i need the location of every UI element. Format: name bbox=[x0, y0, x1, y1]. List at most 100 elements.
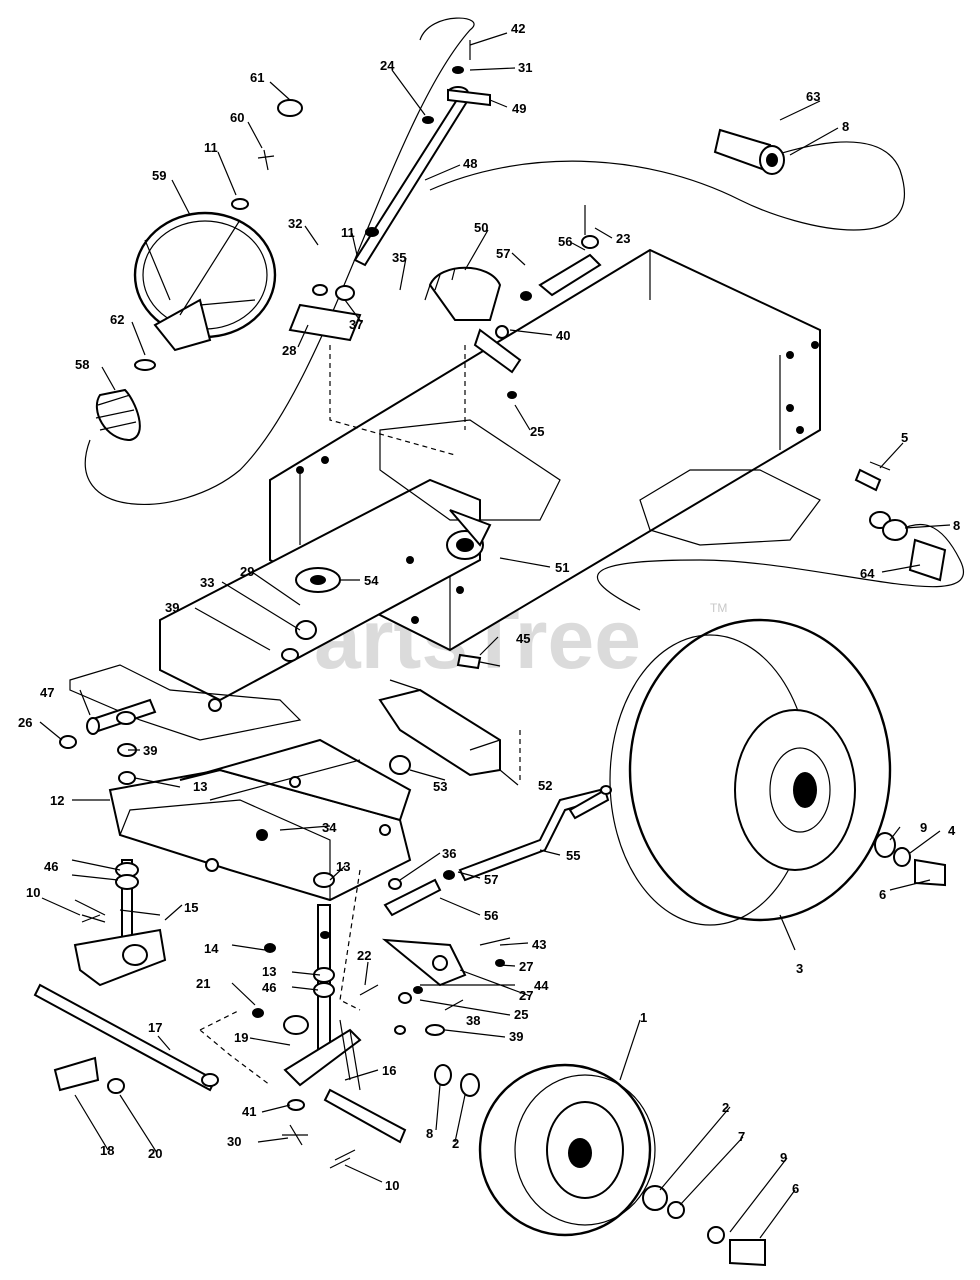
callout-33: 33 bbox=[200, 575, 214, 590]
callout-2-left: 2 bbox=[452, 1136, 459, 1151]
callout-26: 26 bbox=[18, 715, 32, 730]
callout-28: 28 bbox=[282, 343, 296, 358]
callout-56-mid: 56 bbox=[484, 908, 498, 923]
callout-37: 37 bbox=[349, 317, 363, 332]
front-wheel bbox=[329, 1063, 766, 1267]
callout-11-mid: 11 bbox=[341, 225, 355, 240]
callout-9-low: 9 bbox=[780, 1150, 787, 1165]
callout-labels: 42 31 49 24 48 61 60 11 59 63 8 23 56 32… bbox=[18, 21, 960, 1196]
callout-20: 20 bbox=[148, 1146, 162, 1161]
callout-27-b: 27 bbox=[519, 988, 533, 1003]
callout-19: 19 bbox=[234, 1030, 248, 1045]
callout-60: 60 bbox=[230, 110, 244, 125]
steering-arm-56 bbox=[383, 870, 455, 917]
rear-wheel bbox=[609, 618, 946, 926]
callout-64: 64 bbox=[860, 566, 875, 581]
callout-43: 43 bbox=[532, 937, 546, 952]
callout-25-low: 25 bbox=[514, 1007, 528, 1022]
callout-2-right: 2 bbox=[722, 1100, 729, 1115]
steering-top-bracket bbox=[447, 40, 491, 107]
bolt-45 bbox=[456, 653, 501, 670]
callout-47: 47 bbox=[40, 685, 54, 700]
callout-25-top: 25 bbox=[530, 424, 544, 439]
callout-45: 45 bbox=[516, 631, 530, 646]
callout-13-a: 13 bbox=[193, 779, 207, 794]
boot-bellows bbox=[95, 359, 156, 442]
right-spindle bbox=[252, 872, 407, 1146]
callout-62: 62 bbox=[110, 312, 124, 327]
callout-29: 29 bbox=[240, 564, 254, 579]
callout-46-right: 46 bbox=[262, 980, 276, 995]
callout-32: 32 bbox=[288, 216, 302, 231]
callout-55: 55 bbox=[566, 848, 580, 863]
callout-13-b: 13 bbox=[336, 859, 350, 874]
callout-30: 30 bbox=[227, 1134, 241, 1149]
callout-58: 58 bbox=[75, 357, 89, 372]
callout-41: 41 bbox=[242, 1104, 256, 1119]
callout-10-low: 10 bbox=[385, 1178, 399, 1193]
callout-23: 23 bbox=[616, 231, 630, 246]
callout-8-right: 8 bbox=[953, 518, 960, 533]
steering-wheel bbox=[133, 211, 277, 352]
watermark-trademark: TM bbox=[710, 601, 727, 615]
callout-39-low: 39 bbox=[509, 1029, 523, 1044]
callout-46-left: 46 bbox=[44, 859, 58, 874]
callout-40: 40 bbox=[556, 328, 570, 343]
callout-34: 34 bbox=[322, 820, 337, 835]
callout-57-top: 57 bbox=[496, 246, 510, 261]
callout-11-top: 11 bbox=[204, 140, 218, 155]
callout-13-c: 13 bbox=[262, 964, 276, 979]
tie-rod-end bbox=[53, 1056, 125, 1094]
callout-3: 3 bbox=[796, 961, 803, 976]
callout-39-mid: 39 bbox=[143, 743, 157, 758]
upper-loop-line bbox=[429, 141, 905, 231]
steering-shaft bbox=[288, 86, 470, 342]
axle-pin bbox=[59, 698, 157, 749]
callout-52: 52 bbox=[538, 778, 552, 793]
right-loop-line bbox=[596, 523, 964, 611]
callout-31: 31 bbox=[518, 60, 532, 75]
drag-link-end bbox=[507, 205, 602, 399]
callout-53: 53 bbox=[433, 779, 447, 794]
callout-38: 38 bbox=[466, 1013, 480, 1028]
callout-7: 7 bbox=[738, 1129, 745, 1144]
callout-17: 17 bbox=[148, 1020, 162, 1035]
rear-axle-right bbox=[854, 468, 947, 582]
callout-59: 59 bbox=[152, 168, 166, 183]
callout-21: 21 bbox=[196, 976, 210, 991]
leader-lines bbox=[39, 32, 951, 1239]
callout-24: 24 bbox=[380, 58, 395, 73]
callout-4: 4 bbox=[948, 823, 956, 838]
callout-1: 1 bbox=[640, 1010, 647, 1025]
left-spindle bbox=[73, 859, 167, 987]
callout-27-a: 27 bbox=[519, 959, 533, 974]
tie-rod bbox=[33, 983, 219, 1092]
callout-35: 35 bbox=[392, 250, 406, 265]
sector-gear bbox=[424, 266, 522, 374]
callout-10-left: 10 bbox=[26, 885, 40, 900]
callout-8-low: 8 bbox=[426, 1126, 433, 1141]
pivot-plate bbox=[281, 567, 341, 662]
callout-42: 42 bbox=[511, 21, 525, 36]
callout-15: 15 bbox=[184, 900, 198, 915]
rear-axle-bushing bbox=[713, 128, 785, 175]
callout-63: 63 bbox=[806, 89, 820, 104]
callout-48: 48 bbox=[463, 156, 477, 171]
callout-61: 61 bbox=[250, 70, 264, 85]
callout-18: 18 bbox=[100, 1143, 114, 1158]
drag-link bbox=[458, 785, 612, 882]
callout-49: 49 bbox=[512, 101, 526, 116]
callout-57-mid: 57 bbox=[484, 872, 498, 887]
callout-6-right: 6 bbox=[879, 887, 886, 902]
callout-36: 36 bbox=[442, 846, 456, 861]
callout-16: 16 bbox=[382, 1063, 396, 1078]
steering-arm-44 bbox=[359, 937, 511, 1036]
pivot-bearing bbox=[446, 509, 492, 560]
callout-12: 12 bbox=[50, 793, 64, 808]
callout-50: 50 bbox=[474, 220, 488, 235]
callout-8-top: 8 bbox=[842, 119, 849, 134]
callout-44: 44 bbox=[534, 978, 549, 993]
small-hardware bbox=[81, 461, 891, 1035]
callout-6-low: 6 bbox=[792, 1181, 799, 1196]
